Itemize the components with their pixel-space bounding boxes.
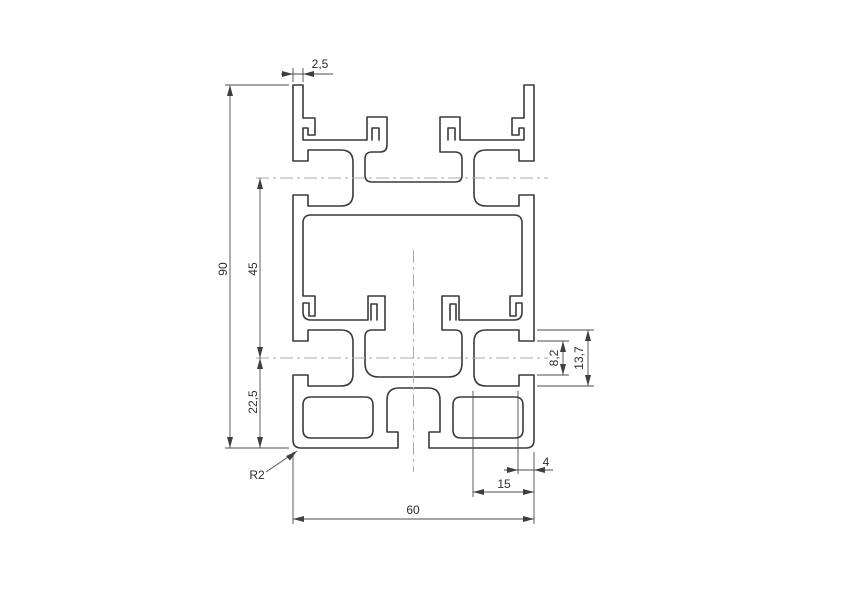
dimension-overall-width: 60	[292, 452, 535, 524]
dimension-corner-radius: R2	[249, 450, 298, 482]
centerlines	[256, 177, 548, 472]
arrowhead	[286, 451, 297, 461]
profile-bottom-chamber-right	[452, 396, 524, 439]
extension-lines	[292, 452, 535, 524]
profile-notch-mid-right-finger	[449, 303, 457, 321]
dimension-upper-section-height: 45	[246, 178, 263, 358]
extension-lines	[292, 68, 304, 82]
profile-notch-top-left-stub	[371, 127, 380, 141]
dimension-slot-opening-width: 8,2	[537, 340, 569, 376]
extension-lines	[537, 340, 569, 376]
dimension-slot-cavity-width: 13,7	[537, 329, 594, 387]
arrowhead	[257, 358, 263, 448]
arrowhead	[507, 467, 545, 473]
dim-label-corner-radius: R2	[249, 468, 265, 482]
dim-label-slot-lip-depth: 4	[543, 455, 550, 469]
dimension-slot-depth: 15	[472, 391, 534, 497]
profile-section	[292, 84, 535, 449]
extension-lines	[225, 84, 289, 449]
dim-label-slot-cavity-width: 13,7	[572, 346, 586, 370]
dim-label-overall-height: 90	[216, 262, 230, 276]
dimension-overall-height: 90	[216, 84, 289, 449]
profile-outer-contour	[292, 84, 535, 449]
dim-label-overall-width: 60	[406, 503, 420, 517]
dim-label-fin-thickness: 2,5	[312, 57, 329, 71]
extension-lines	[537, 329, 594, 387]
dimension-fin-thickness: 2,5	[281, 57, 333, 82]
profile-main-cavity	[302, 214, 523, 378]
profile-bottom-chamber-left	[302, 396, 374, 439]
dim-label-slot-depth: 15	[497, 477, 511, 491]
dimension-lower-section-height: 22,5	[246, 358, 263, 448]
dimension-slot-lip-depth: 4	[504, 391, 553, 474]
profile-notch-top-right-stub	[447, 127, 456, 141]
arrowhead	[560, 341, 566, 375]
dim-label-lower-section-height: 22,5	[246, 390, 260, 414]
dim-label-upper-section-height: 45	[246, 262, 260, 276]
profile-notch-mid-left-finger	[370, 303, 378, 321]
dim-label-slot-opening-width: 8,2	[547, 349, 561, 366]
arrowhead	[282, 71, 314, 77]
